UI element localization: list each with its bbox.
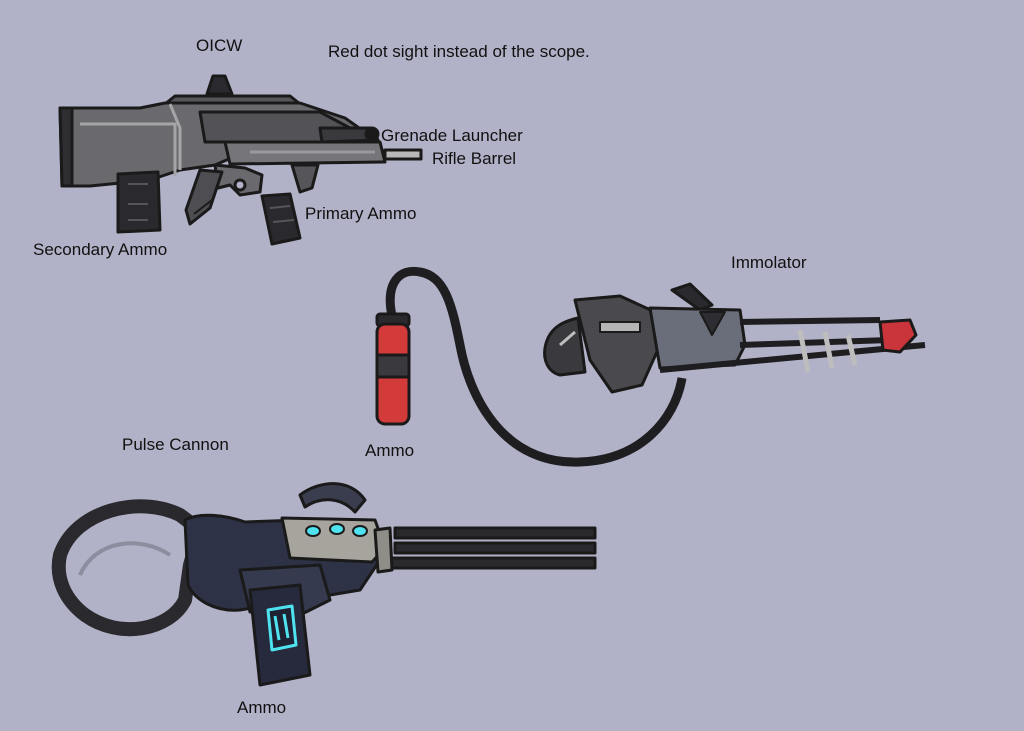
pulse-cannon-rear-frame [51, 499, 207, 637]
pulse-barrel-middle [393, 541, 597, 555]
secondary-ammo-magazine [116, 170, 162, 234]
immolator-rear-housing [573, 294, 662, 394]
primary-ammo-magazine [260, 192, 302, 246]
grenade-launcher-label: Grenade Launcher [381, 126, 523, 145]
pulse-ammo-label: Ammo [237, 698, 287, 717]
red-dot-sight [205, 74, 234, 96]
energy-light-3 [352, 525, 368, 537]
oicw-grip [184, 168, 224, 226]
oicw-rifle-drawing [58, 74, 423, 246]
pulse-cannon-title: Pulse Cannon [122, 435, 229, 454]
sight-note: Red dot sight instead of the scope. [328, 42, 590, 61]
immolator-drawing [375, 266, 926, 467]
secondary-ammo-label: Secondary Ammo [33, 240, 168, 259]
rifle-barrel-label: Rifle Barrel [432, 149, 517, 168]
pulse-barrel-bottom [388, 556, 597, 570]
fuel-hose [385, 266, 687, 467]
immolator-body [648, 306, 747, 370]
primary-ammo-label: Primary Ammo [305, 204, 417, 223]
immolator-title: Immolator [731, 253, 807, 272]
energy-light-1 [305, 525, 321, 537]
pulse-barrel-top [393, 526, 597, 540]
pulse-cannon-drawing [51, 482, 597, 687]
energy-light-2 [329, 523, 345, 535]
oicw-title: OICW [196, 36, 243, 55]
immolator-nozzle [878, 318, 918, 354]
immolator-ammo-label: Ammo [365, 441, 415, 460]
grenade-launcher-tube [318, 126, 380, 144]
rifle-barrel [383, 148, 423, 161]
